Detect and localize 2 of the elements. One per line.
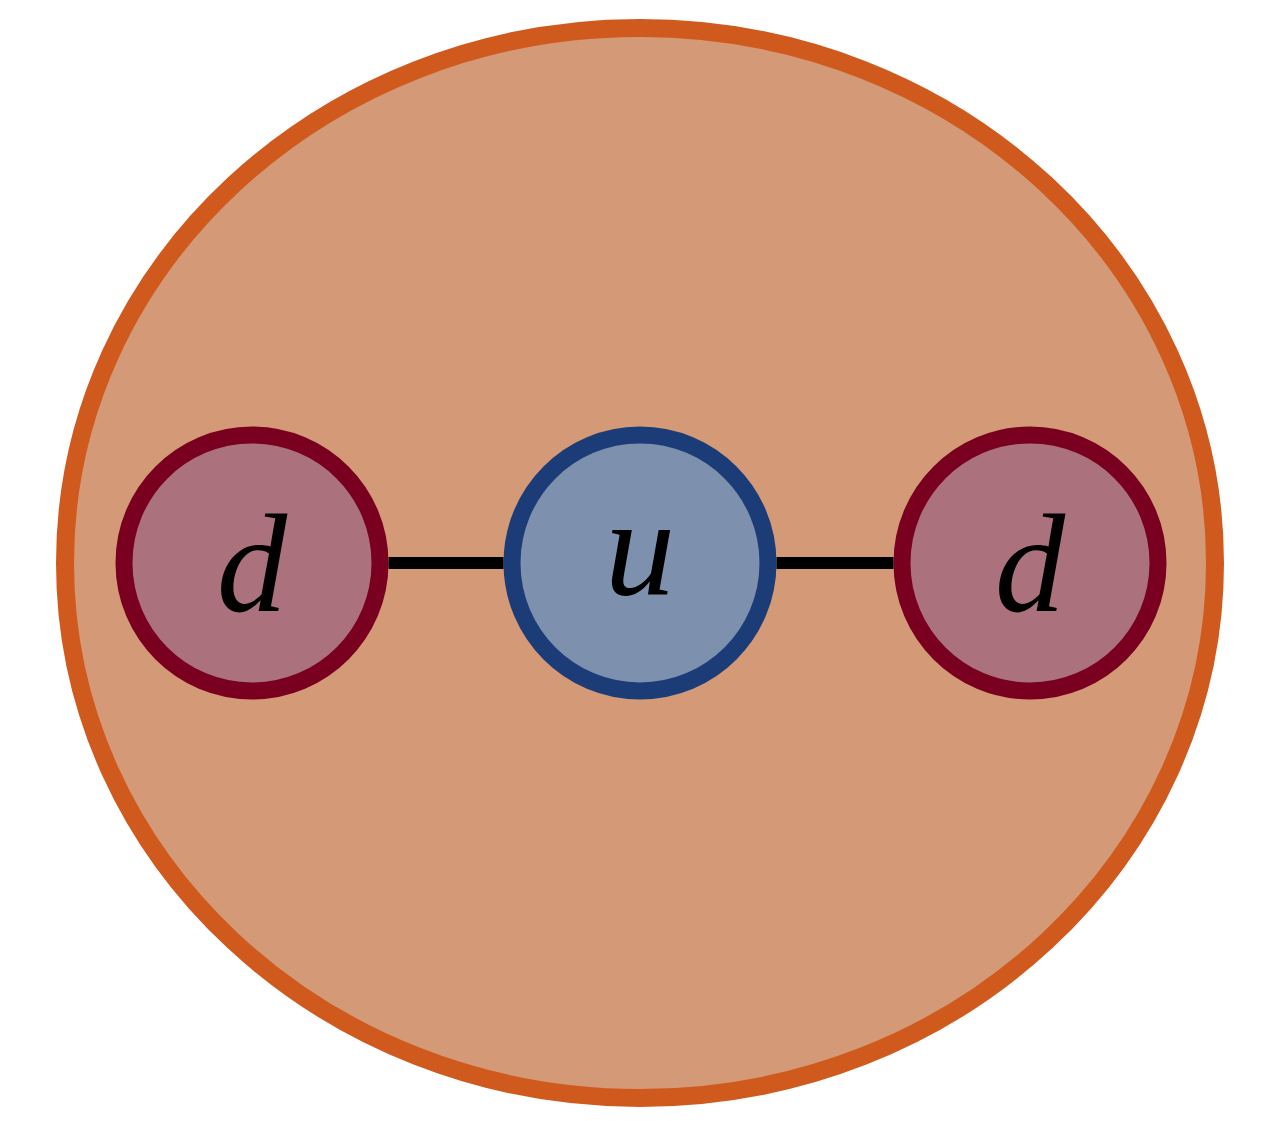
connector-line: [776, 557, 894, 569]
connector-line: [388, 557, 504, 569]
